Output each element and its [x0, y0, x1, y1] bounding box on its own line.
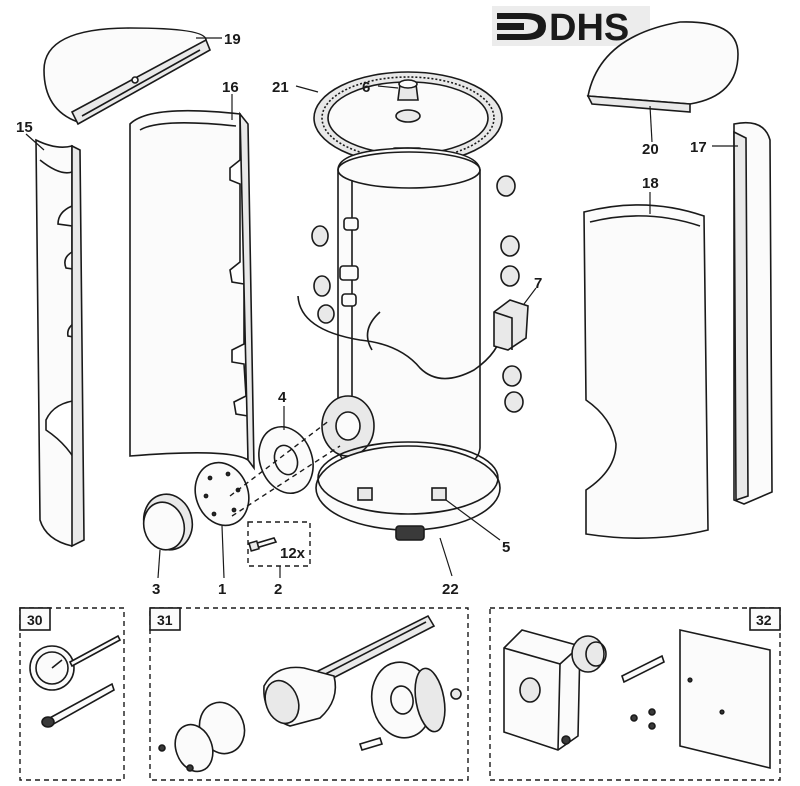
box-30-thermometer: 30 [19, 607, 125, 781]
assembly-line [231, 445, 341, 517]
label-19: 19 [224, 31, 241, 48]
bolt-set-box [247, 521, 311, 567]
box-32-label: 32 [756, 612, 772, 628]
tank-flange-port [321, 395, 375, 457]
label-17: 17 [690, 139, 707, 156]
dhs-logo: DHS [492, 6, 650, 49]
box-30-label: 30 [27, 612, 43, 628]
part-5-clips [357, 487, 447, 501]
part-3-cover-cap [142, 493, 194, 551]
part-4-gasket [258, 426, 314, 494]
part-19-top-cover-left [43, 27, 212, 126]
box-31-label: 31 [157, 612, 173, 628]
assembly-line [229, 419, 331, 497]
part-2-bolt-set [247, 521, 311, 567]
label-21: 21 [272, 79, 289, 96]
part-22-bottom-ring [315, 441, 501, 541]
label-2: 2 [274, 581, 282, 598]
part-17-right-insulation [733, 121, 773, 505]
part-7-thermostat-box [493, 299, 529, 351]
label-16: 16 [222, 79, 239, 96]
part-15-left-insulation [35, 138, 85, 548]
label-15: 15 [16, 119, 33, 136]
label-4: 4 [278, 389, 287, 406]
label-22: 22 [442, 581, 459, 598]
logo-arrow-icon [497, 13, 546, 40]
part-16-inner-insulation [129, 109, 255, 471]
label-6: 6 [362, 79, 370, 96]
label-qty: 12x [280, 545, 306, 562]
tank-body [297, 147, 524, 477]
logo-text: DHS [549, 7, 629, 49]
part-6-valve [397, 79, 419, 101]
box-31-heating-element: 31 [149, 607, 469, 781]
label-18: 18 [642, 175, 659, 192]
part-20-top-cover-right [586, 21, 739, 113]
label-5: 5 [502, 539, 510, 556]
label-1: 1 [218, 581, 226, 598]
leader-lines [25, 37, 738, 579]
box-32-control-box: 32 [489, 607, 781, 781]
label-3: 3 [152, 581, 160, 598]
part-18-right-insulation [583, 204, 709, 539]
label-20: 20 [642, 141, 659, 158]
part-1-flange-plate [194, 461, 250, 527]
label-7: 7 [534, 275, 542, 292]
tank-sockets-right [496, 175, 524, 413]
tank-sockets-left [311, 217, 359, 324]
